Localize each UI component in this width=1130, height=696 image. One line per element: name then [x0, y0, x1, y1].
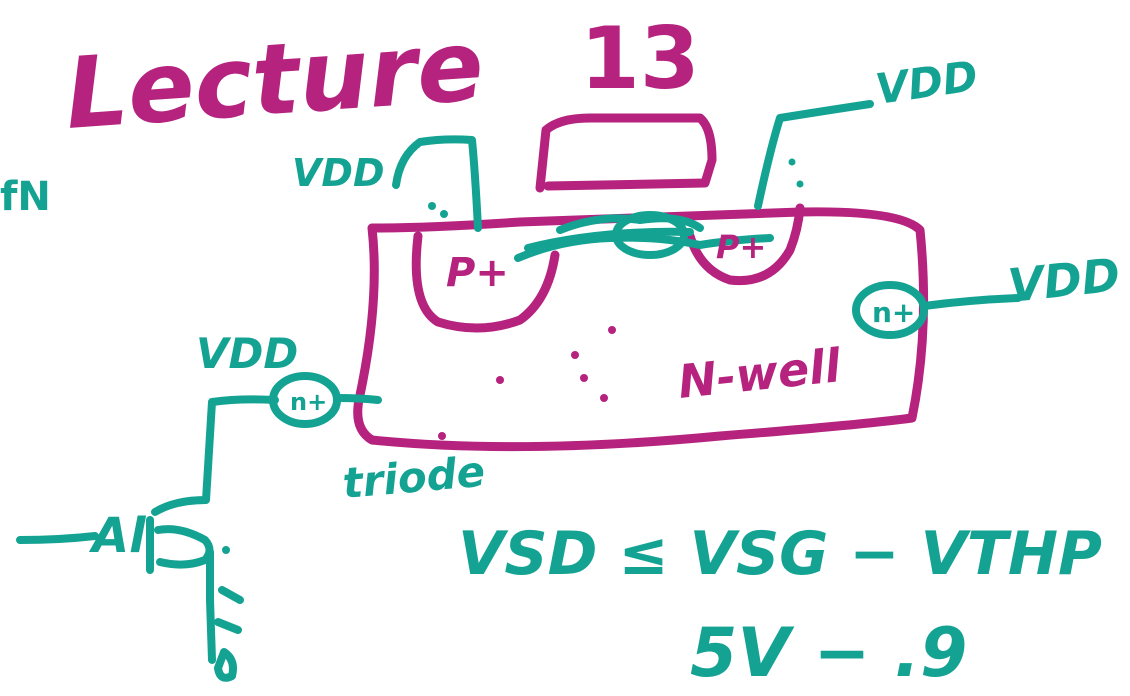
- equation-line-2: 5V − .9: [690, 614, 967, 693]
- vdd-left-wire: [151, 395, 279, 516]
- nwell-label: N-well: [676, 338, 845, 409]
- p-plus-right-region: [685, 203, 805, 286]
- margin-note: fN: [0, 174, 51, 220]
- p-plus-left-label: P+: [446, 250, 509, 296]
- al-label: Al: [88, 508, 146, 564]
- source-wire: [392, 135, 482, 232]
- p-plus-right-label: P+: [716, 228, 766, 266]
- n-plus-right-label: n+: [872, 296, 915, 329]
- n-plus-left-label: n+: [290, 388, 327, 416]
- channel-scribble-2: [524, 214, 704, 252]
- triode-label: triode: [341, 447, 487, 508]
- ground-marks: [214, 586, 244, 682]
- channel-loop: [612, 211, 688, 259]
- vdd-left-label: VDD: [196, 329, 298, 378]
- vdd-top-right-label: VDD: [873, 51, 981, 114]
- n-plus-right-wire: [920, 294, 1022, 310]
- n-plus-left-wire: [334, 394, 382, 404]
- vdd-top-left-label: VDD: [292, 151, 385, 195]
- gate-poly: [535, 113, 717, 193]
- equation-line-1: VSD ≤ VSG − VTHP: [458, 519, 1102, 589]
- drain-wire: [754, 100, 874, 210]
- nwell-outline: [353, 207, 929, 452]
- al-wire: [16, 532, 99, 544]
- lecture-title: Lecture: [62, 9, 487, 152]
- small-transistor: [146, 516, 216, 664]
- vdd-right-label: VDD: [1006, 248, 1123, 313]
- p-plus-left-region: [411, 231, 560, 333]
- lecture-number: 13: [580, 9, 700, 109]
